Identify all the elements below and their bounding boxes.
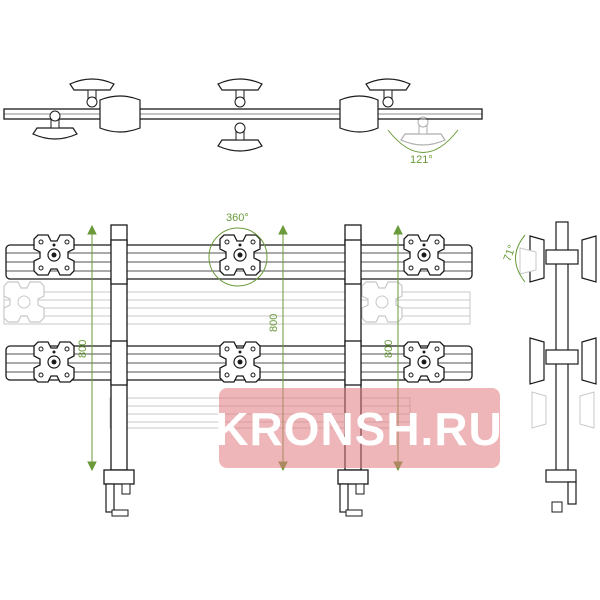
top-view: [3, 78, 483, 153]
side-view: [515, 221, 597, 513]
rotation-label: 360°: [226, 212, 249, 224]
height-label-middle: 800: [268, 314, 280, 332]
left-clamp: [103, 469, 135, 517]
right-clamp: [337, 469, 369, 517]
height-label-right: 800: [383, 340, 395, 358]
height-label-left: 800: [77, 340, 89, 358]
front-view: [3, 224, 473, 517]
swivel-angle-label: 121°: [410, 154, 433, 166]
watermark: KRONSH.RU: [215, 388, 503, 468]
tilt-angle-label: 71°: [502, 243, 519, 263]
watermark-text: KRONSH.RU: [215, 403, 503, 455]
